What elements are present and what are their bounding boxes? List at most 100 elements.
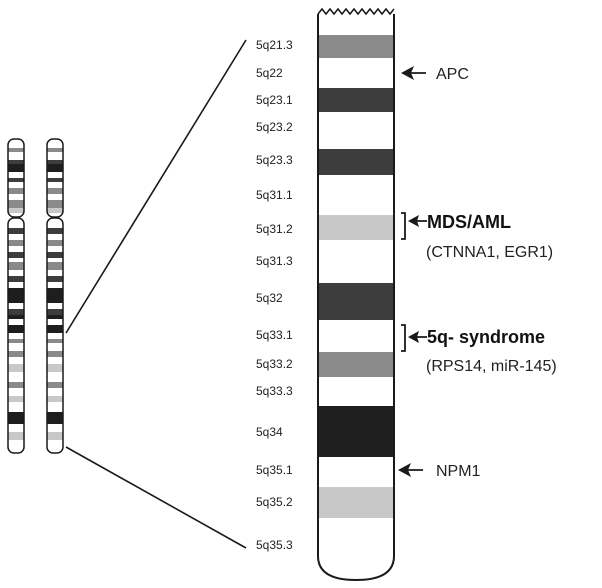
ideogram-band	[47, 396, 63, 402]
ideogram-band	[47, 382, 63, 388]
ideogram-band	[47, 200, 63, 208]
ideogram-band	[47, 188, 63, 194]
ideogram-band	[8, 396, 24, 402]
band-5q31-2	[318, 215, 394, 240]
band-label: 5q21.3	[256, 38, 293, 52]
ideogram-band	[47, 325, 63, 333]
enlarged-chromosome-arm	[317, 7, 395, 582]
chromosome-ideogram-left	[7, 138, 25, 454]
band-5q23-2	[318, 112, 394, 149]
band-label: 5q31.1	[256, 188, 293, 202]
band-5q31-3	[318, 240, 394, 283]
ideogram-band	[47, 142, 63, 148]
ideogram-band	[47, 228, 63, 234]
band-label: 5q33.2	[256, 357, 293, 371]
band-label: 5q31.3	[256, 254, 293, 268]
ideogram-band	[47, 303, 63, 309]
ideogram-band	[47, 357, 63, 364]
band-label: 5q35.1	[256, 463, 293, 477]
band-label: 5q35.3	[256, 538, 293, 552]
mds-aml-genes: (CTNNA1, EGR1)	[426, 244, 553, 261]
ideogram-band	[47, 319, 63, 325]
ideogram-band	[8, 388, 24, 396]
band-label: 5q33.3	[256, 384, 293, 398]
ideogram-band	[8, 333, 24, 339]
band-5q22	[318, 58, 394, 88]
ideogram-band	[47, 182, 63, 188]
band-label: 5q33.1	[256, 328, 293, 342]
ideogram-band	[47, 148, 63, 152]
ideogram-band	[8, 262, 24, 270]
ideogram-band	[8, 148, 24, 152]
band-5q34	[318, 406, 394, 457]
band-5q21-3	[318, 35, 394, 58]
ideogram-band	[8, 246, 24, 252]
band-5q35-1	[318, 457, 394, 487]
ideogram-band	[47, 288, 63, 303]
ideogram-band	[8, 240, 24, 246]
band-label: 5q35.2	[256, 495, 293, 509]
ideogram-band	[8, 364, 24, 372]
ideogram-band	[47, 402, 63, 412]
ideogram-band	[8, 319, 24, 325]
ideogram-band	[8, 160, 24, 164]
ideogram-band	[8, 432, 24, 440]
npm1-annotation: NPM1	[398, 463, 481, 480]
ideogram-band	[47, 160, 63, 164]
ideogram-band	[47, 351, 63, 357]
ideogram-band	[8, 309, 24, 315]
bracket-mds	[401, 212, 406, 240]
ideogram-band	[8, 357, 24, 364]
band-label: 5q23.2	[256, 120, 293, 134]
5q-syndrome-annotation: 5q- syndrome (RPS14, miR-145)	[401, 324, 557, 375]
npm1-label: NPM1	[436, 463, 481, 480]
bracket-5q	[401, 324, 406, 352]
ideogram-band	[47, 164, 63, 172]
ideogram-band	[8, 303, 24, 309]
ideogram-band	[47, 339, 63, 343]
arrow-left-icon	[398, 463, 423, 477]
ideogram-band	[8, 325, 24, 333]
ideogram-band	[8, 178, 24, 182]
ideogram-band	[8, 270, 24, 276]
ideogram-band	[8, 208, 24, 213]
chromosome-ideogram-pair	[7, 138, 64, 454]
ideogram-band	[47, 424, 63, 432]
ideogram-band	[8, 343, 24, 351]
ideogram-band	[47, 222, 63, 228]
ideogram-band	[8, 228, 24, 234]
ideogram-band	[47, 282, 63, 288]
ideogram-band	[8, 351, 24, 357]
ideogram-band	[8, 222, 24, 228]
band-5q33-2	[318, 352, 394, 377]
ideogram-band	[47, 372, 63, 382]
ideogram-band	[47, 252, 63, 258]
band-label: 5q22	[256, 66, 283, 80]
arrow-left-icon	[401, 66, 426, 80]
ideogram-band	[8, 234, 24, 240]
arrow-left-icon	[408, 215, 427, 227]
ideogram-band	[8, 152, 24, 160]
ideogram-band	[47, 364, 63, 372]
ideogram-band	[47, 333, 63, 339]
ideogram-band	[47, 178, 63, 182]
ideogram-band	[47, 258, 63, 262]
band-5q23-3	[318, 149, 394, 175]
ideogram-band	[47, 234, 63, 240]
ideogram-band	[8, 382, 24, 388]
chromosome-ideogram-right	[46, 138, 64, 454]
ideogram-band	[8, 276, 24, 282]
ideogram-band	[8, 172, 24, 178]
band-label: 5q23.3	[256, 153, 293, 167]
apc-annotation: APC	[401, 66, 469, 83]
ideogram-band	[8, 440, 24, 452]
band-label: 5q31.2	[256, 222, 293, 236]
ideogram-band	[8, 372, 24, 382]
band-label: 5q32	[256, 291, 283, 305]
ideogram-band	[47, 315, 63, 319]
band-5q23-1	[318, 88, 394, 112]
ideogram-band	[8, 188, 24, 194]
ideogram-band	[47, 208, 63, 213]
ideogram-band	[8, 402, 24, 412]
ideogram-band	[47, 152, 63, 160]
